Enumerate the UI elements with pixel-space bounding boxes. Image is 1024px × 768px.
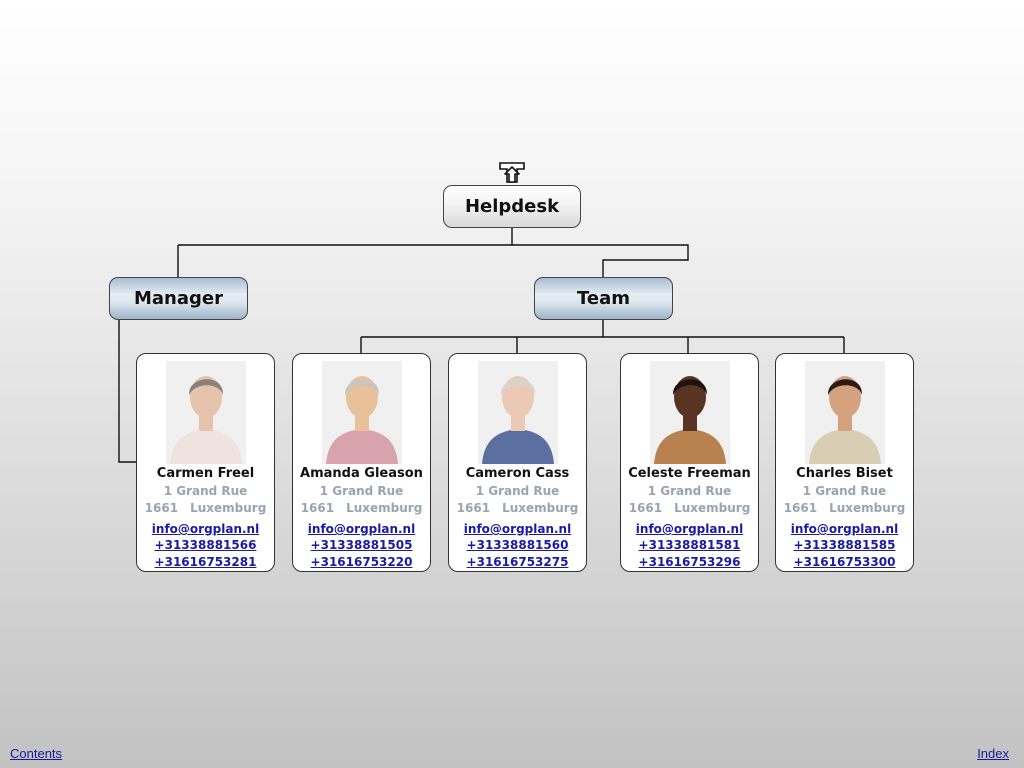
person-name: Cameron Cass — [465, 466, 570, 481]
person-mobile-row: +31616753281 — [137, 551, 274, 570]
person-name: Charles Biset — [796, 466, 893, 481]
person-phone-link[interactable]: +31338881566 — [154, 538, 257, 552]
person-zip: 1661 — [628, 501, 663, 515]
node-helpdesk[interactable]: Helpdesk — [443, 185, 581, 228]
person-email-row: info@orgplan.nl — [137, 518, 274, 537]
person-email-row: info@orgplan.nl — [621, 518, 758, 537]
person-phone-row: +31338881566 — [137, 534, 274, 553]
person-photo — [805, 361, 885, 464]
contents-link[interactable]: Contents — [10, 746, 63, 761]
node-manager[interactable]: Manager — [109, 277, 248, 320]
node-helpdesk-label: Helpdesk — [464, 196, 560, 217]
person-email-link[interactable]: info@orgplan.nl — [463, 522, 572, 536]
person-city: Luxemburg — [502, 501, 579, 515]
person-zip: 1661 — [300, 501, 335, 515]
person-street: 1 Grand Rue — [319, 484, 404, 498]
person-zip: 1661 — [783, 501, 818, 515]
person-name: Carmen Freel — [156, 466, 255, 481]
person-phone-link[interactable]: +31338881581 — [638, 538, 741, 552]
person-email-link[interactable]: info@orgplan.nl — [307, 522, 416, 536]
person-street: 1 Grand Rue — [475, 484, 560, 498]
navigate-up-icon[interactable] — [498, 161, 526, 185]
person-city-line: 1661 Luxemburg — [776, 501, 913, 515]
person-email-row: info@orgplan.nl — [776, 518, 913, 537]
person-city: Luxemburg — [190, 501, 267, 515]
person-city-line: 1661 Luxemburg — [293, 501, 430, 515]
person-name: Celeste Freeman — [628, 466, 751, 481]
person-card[interactable]: Amanda Gleason 1 Grand Rue 1661 Luxemburg in… — [292, 353, 431, 572]
person-photo — [322, 361, 402, 464]
person-zip: 1661 — [456, 501, 491, 515]
person-card[interactable]: Celeste Freeman 1 Grand Rue 1661 Luxemburg i… — [620, 353, 759, 572]
person-card[interactable]: Charles Biset 1 Grand Rue 1661 Luxemburg inf… — [775, 353, 914, 572]
person-email-link[interactable]: info@orgplan.nl — [151, 522, 260, 536]
person-mobile-row: +31616753300 — [776, 551, 913, 570]
person-phone-row: +31338881505 — [293, 534, 430, 553]
person-card[interactable]: Cameron Cass 1 Grand Rue 1661 Luxemburg info… — [448, 353, 587, 572]
person-phone-row: +31338881560 — [449, 534, 586, 553]
person-mobile-link[interactable]: +31616753296 — [638, 555, 741, 569]
person-city: Luxemburg — [674, 501, 751, 515]
person-city-line: 1661 Luxemburg — [449, 501, 586, 515]
person-phone-row: +31338881581 — [621, 534, 758, 553]
person-email-row: info@orgplan.nl — [449, 518, 586, 537]
person-photo — [650, 361, 730, 464]
person-mobile-link[interactable]: +31616753281 — [154, 555, 257, 569]
person-card[interactable]: Carmen Freel 1 Grand Rue 1661 Luxemburg info… — [136, 353, 275, 572]
person-photo — [478, 361, 558, 464]
index-link[interactable]: Index — [977, 746, 1009, 761]
node-team-label: Team — [577, 288, 630, 309]
person-city: Luxemburg — [346, 501, 423, 515]
person-mobile-link[interactable]: +31616753220 — [310, 555, 413, 569]
person-city: Luxemburg — [829, 501, 906, 515]
person-email-link[interactable]: info@orgplan.nl — [790, 522, 899, 536]
person-zip: 1661 — [144, 501, 179, 515]
node-team[interactable]: Team — [534, 277, 673, 320]
person-street: 1 Grand Rue — [163, 484, 248, 498]
person-mobile-row: +31616753296 — [621, 551, 758, 570]
person-photo — [166, 361, 246, 464]
person-email-link[interactable]: info@orgplan.nl — [635, 522, 744, 536]
person-mobile-row: +31616753275 — [449, 551, 586, 570]
person-phone-link[interactable]: +31338881585 — [793, 538, 896, 552]
person-city-line: 1661 Luxemburg — [621, 501, 758, 515]
node-manager-label: Manager — [134, 288, 223, 309]
person-email-row: info@orgplan.nl — [293, 518, 430, 537]
person-street: 1 Grand Rue — [647, 484, 732, 498]
person-phone-link[interactable]: +31338881560 — [466, 538, 569, 552]
person-street: 1 Grand Rue — [802, 484, 887, 498]
person-mobile-link[interactable]: +31616753300 — [793, 555, 896, 569]
person-name: Amanda Gleason — [300, 466, 423, 481]
person-mobile-row: +31616753220 — [293, 551, 430, 570]
person-city-line: 1661 Luxemburg — [137, 501, 274, 515]
person-phone-row: +31338881585 — [776, 534, 913, 553]
person-phone-link[interactable]: +31338881505 — [310, 538, 413, 552]
person-mobile-link[interactable]: +31616753275 — [466, 555, 569, 569]
